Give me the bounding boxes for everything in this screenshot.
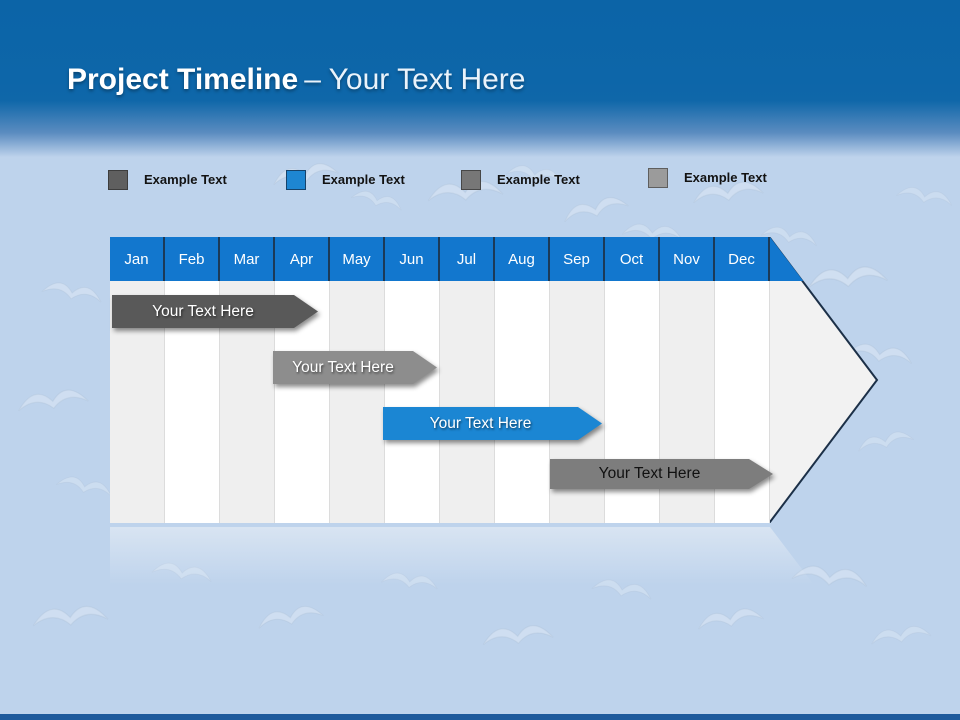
page-title: Project Timeline– Your Text Here xyxy=(67,60,525,100)
month-cell-jul: Jul xyxy=(440,237,495,281)
timeline-bar-label: Your Text Here xyxy=(429,414,532,432)
legend-item-2: Example Text xyxy=(286,169,405,190)
month-cell-apr: Apr xyxy=(275,237,330,281)
legend-item-3: Example Text xyxy=(461,169,580,190)
timeline-bar-label: Your Text Here xyxy=(598,465,701,482)
month-cell-dec: Dec xyxy=(715,237,770,281)
timeline-reflection xyxy=(110,527,814,585)
legend-label: Example Text xyxy=(144,172,227,187)
timeline-body: Jan Feb Mar Apr May Jun Jul Aug Sep Oct … xyxy=(110,237,878,523)
timeline-bar-label: Your Text Here xyxy=(152,302,254,320)
legend-label: Example Text xyxy=(322,172,405,187)
legend-swatch-dark-gray xyxy=(108,169,128,190)
bird-icon xyxy=(478,611,557,657)
bird-icon xyxy=(13,375,93,423)
bird-icon xyxy=(28,592,111,639)
timeline-bar-label: Your Text Here xyxy=(292,358,394,376)
bird-icon xyxy=(893,175,957,215)
timeline-bar-1: Your Text Here xyxy=(112,295,318,328)
column-stripe xyxy=(495,281,550,523)
month-cell-nov: Nov xyxy=(660,237,715,281)
legend-swatch-gray xyxy=(461,169,481,190)
column-stripe xyxy=(440,281,495,523)
legend-label: Example Text xyxy=(497,172,580,187)
footer-accent-bar xyxy=(0,714,960,720)
timeline-bar-shape: Your Text Here xyxy=(383,407,602,440)
title-main: Project Timeline xyxy=(67,63,299,96)
timeline-bar-4: Your Text Here xyxy=(550,459,773,489)
month-cell-may: May xyxy=(330,237,385,281)
month-cell-oct: Oct xyxy=(605,237,660,281)
legend-item-4: Example Text xyxy=(648,167,767,188)
timeline-bar-2: Your Text Here xyxy=(273,351,437,384)
column-stripe xyxy=(385,281,440,523)
legend-swatch-light-gray xyxy=(648,167,668,188)
month-cell-jun: Jun xyxy=(385,237,440,281)
timeline-bar-shape: Your Text Here xyxy=(273,351,437,384)
bird-icon xyxy=(693,595,768,641)
legend-swatch-blue xyxy=(286,169,306,190)
month-cell-sep: Sep xyxy=(550,237,605,281)
timeline-chart: Jan Feb Mar Apr May Jun Jul Aug Sep Oct … xyxy=(110,237,880,525)
timeline-bar-3: Your Text Here xyxy=(383,407,602,440)
legend-item-1: Example Text xyxy=(108,169,227,190)
column-stripes xyxy=(110,281,770,523)
month-cell-mar: Mar xyxy=(220,237,275,281)
legend-label: Example Text xyxy=(684,170,767,185)
month-header-row: Jan Feb Mar Apr May Jun Jul Aug Sep Oct … xyxy=(110,237,810,281)
column-stripe xyxy=(330,281,385,523)
slide-header: Project Timeline– Your Text Here xyxy=(0,0,960,162)
timeline-bar-shape: Your Text Here xyxy=(550,459,773,489)
bird-icon xyxy=(53,464,118,506)
bird-icon xyxy=(38,270,108,313)
bird-icon xyxy=(866,614,935,655)
bird-icon xyxy=(252,592,327,640)
month-cell-feb: Feb xyxy=(165,237,220,281)
title-subtitle: – Your Text Here xyxy=(304,63,526,96)
month-cell-aug: Aug xyxy=(495,237,550,281)
timeline-bar-shape: Your Text Here xyxy=(112,295,318,328)
month-cell-jan: Jan xyxy=(110,237,165,281)
